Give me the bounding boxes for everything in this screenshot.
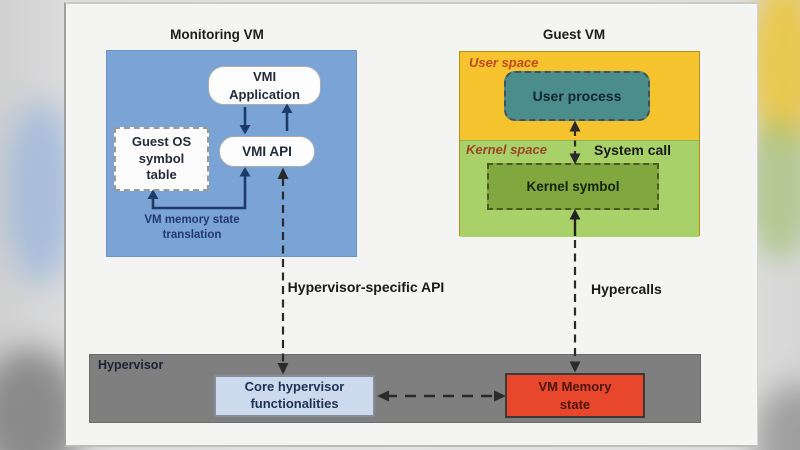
guest-os-symbol-table-box: Guest OS symbol table <box>114 127 209 191</box>
kernel-symbol-label: Kernel symbol <box>526 179 620 194</box>
user-process-box: User process <box>504 71 650 121</box>
system-call-label: System call <box>594 142 672 158</box>
hypercalls-label: Hypercalls <box>591 281 662 297</box>
hypervisor-specific-api-label: Hypervisor-specific API <box>287 279 445 295</box>
core-hypervisor-functionalities-box: Core hypervisor functionalities <box>214 375 375 417</box>
vm-memory-state-label: VM Memory state <box>538 378 612 412</box>
user-space-label: User space <box>469 55 539 70</box>
right-dark-blur <box>754 383 800 450</box>
vm-memory-state-translation-label: VM memory state translation <box>144 214 240 241</box>
user-process-label: User process <box>532 88 622 104</box>
kernel-space-label: Kernel space <box>466 142 547 157</box>
vmi-api-label: VMI API <box>242 144 292 159</box>
kernel-symbol-box: Kernel symbol <box>487 163 659 210</box>
vm-memory-state-box: VM Memory state <box>505 373 645 418</box>
core-hypervisor-functionalities-label: Core hypervisor functionalities <box>244 379 345 411</box>
guest-vm-title: Guest VM <box>542 27 606 42</box>
guest-os-symbol-table-label: Guest OS symbol table <box>131 133 192 183</box>
monitoring-vm-title: Monitoring VM <box>170 27 264 42</box>
hypervisor-label: Hypervisor <box>98 358 164 372</box>
vmi-application-box: VMI Application <box>208 66 321 105</box>
vmi-api-box: VMI API <box>219 136 315 167</box>
vmi-application-label: VMI Application <box>229 68 300 102</box>
